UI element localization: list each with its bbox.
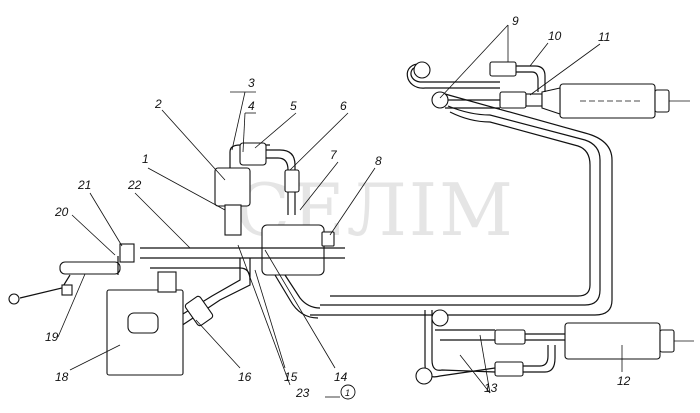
upper-pipes <box>310 61 613 316</box>
callout-21: 21 <box>77 178 91 192</box>
callout-7: 7 <box>330 148 338 162</box>
callout-20: 20 <box>54 205 69 219</box>
callout-18: 18 <box>55 370 69 384</box>
callout-3: 3 <box>248 76 255 90</box>
callout-16: 16 <box>238 370 252 384</box>
callout-12: 12 <box>617 374 631 388</box>
leader-lines <box>57 24 623 398</box>
callout-10: 10 <box>548 29 562 43</box>
figure-ref-number: 1 <box>345 388 350 398</box>
callout-22: 22 <box>127 178 142 192</box>
lower-cylinder <box>415 309 694 385</box>
callout-labels: 1 2 3 4 5 6 7 8 9 10 11 12 13 14 15 16 1… <box>45 14 631 400</box>
callout-19: 19 <box>45 330 59 344</box>
callout-15: 15 <box>284 370 298 384</box>
callout-5: 5 <box>290 99 297 113</box>
upper-cylinder <box>499 83 690 119</box>
callout-23: 23 <box>295 386 310 400</box>
figure-ref-marker: 1 <box>340 384 356 400</box>
tank <box>106 271 184 376</box>
callout-2: 2 <box>154 97 162 111</box>
callout-6: 6 <box>340 99 347 113</box>
callout-14: 14 <box>334 370 348 384</box>
callout-8: 8 <box>375 154 382 168</box>
callout-11: 11 <box>598 30 610 44</box>
callout-9: 9 <box>512 14 519 28</box>
callout-4: 4 <box>248 99 255 113</box>
control-lever <box>8 256 121 305</box>
callout-13: 13 <box>484 381 498 395</box>
callout-1: 1 <box>142 152 149 166</box>
